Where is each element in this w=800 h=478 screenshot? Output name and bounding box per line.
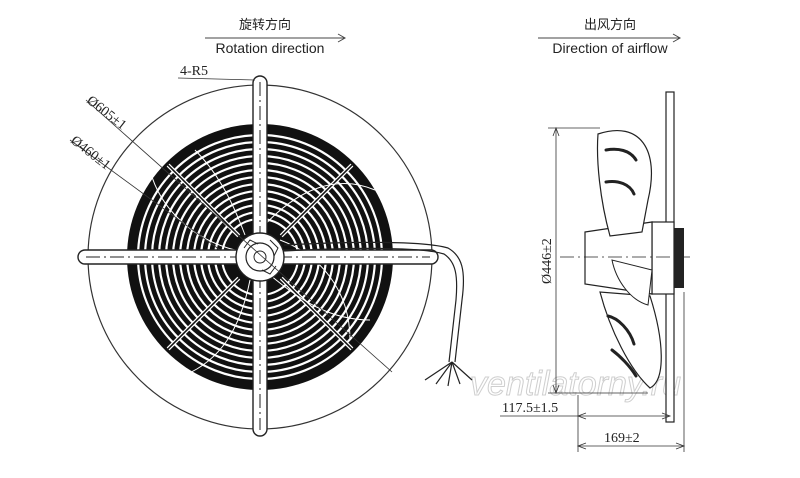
hub-clips [243, 239, 279, 275]
blade-slots [604, 147, 638, 378]
motor-shaft [253, 250, 267, 264]
impeller-diameter-dimension [548, 126, 648, 395]
guard-spoke [280, 164, 353, 237]
power-cable [283, 241, 473, 387]
guard-spoke [167, 164, 240, 237]
guard-spoke [167, 277, 240, 350]
middle-blade [611, 259, 653, 306]
lower-blade [599, 291, 662, 389]
depth-offset-label: 117.5±1.5 [502, 401, 558, 416]
airflow-direction-arrow [538, 33, 682, 43]
total-depth-dimension [576, 292, 686, 452]
guard-spoke-wires [166, 163, 354, 351]
impeller-diameter-label: Ø446±2 [540, 238, 555, 284]
outer-diameter-label: Ø605±1 [84, 93, 129, 133]
side-view: Ø446±2 117.5±1.5 169±2 [500, 91, 690, 452]
guard-spoke [280, 277, 353, 350]
front-view: 4-R5 Ø605±1 Ø460±1 [68, 64, 473, 437]
total-depth-label: 169±2 [604, 431, 640, 446]
motor-body [651, 221, 675, 295]
fan-blade-curves [149, 149, 376, 376]
airflow-direction-cn-label: 出风方向 [583, 18, 636, 33]
rotation-direction-arrow [205, 33, 347, 43]
dimension-leaders [69, 77, 393, 373]
rotation-direction-cn-label: 旋转方向 [238, 18, 291, 33]
rotation-direction-en-label: Rotation direction [215, 40, 325, 56]
depth-offset-dimension [500, 395, 672, 452]
guard-diameter-label: Ø460±1 [68, 133, 113, 173]
mount-holes-label: 4-R5 [180, 64, 208, 79]
airflow-direction-en-label: Direction of airflow [552, 40, 668, 56]
motor-back [674, 228, 684, 288]
